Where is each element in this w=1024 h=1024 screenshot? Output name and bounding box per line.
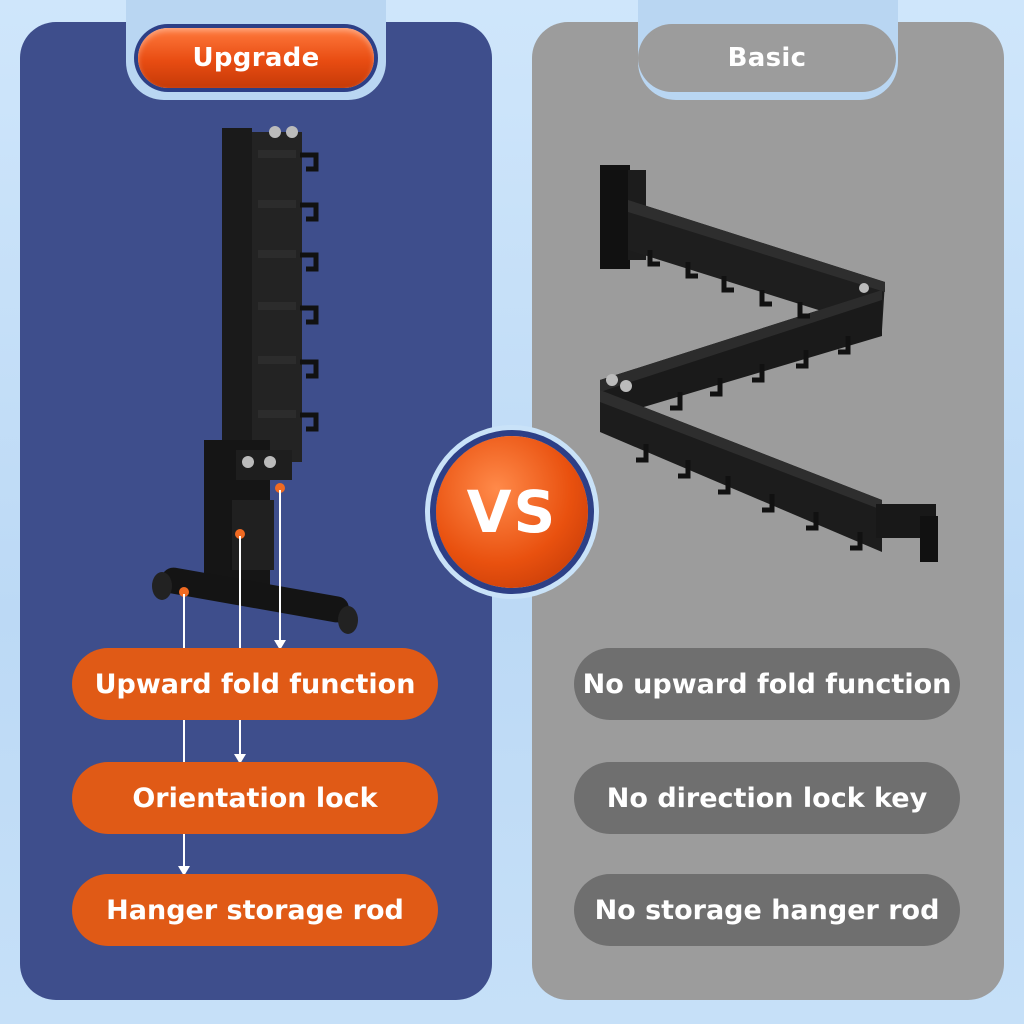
vs-badge: VS bbox=[436, 436, 588, 588]
upgrade-feature-orientation-lock: Orientation lock bbox=[72, 762, 438, 834]
basic-feature-no-direction-lock: No direction lock key bbox=[574, 762, 960, 834]
upgrade-feature-upward-fold: Upward fold function bbox=[72, 648, 438, 720]
basic-feature-no-storage-rod: No storage hanger rod bbox=[574, 874, 960, 946]
basic-tab: Basic bbox=[642, 28, 892, 88]
upgrade-feature-storage-rod: Hanger storage rod bbox=[72, 874, 438, 946]
upgrade-tab: Upgrade bbox=[138, 28, 374, 88]
basic-feature-no-upward-fold: No upward fold function bbox=[574, 648, 960, 720]
